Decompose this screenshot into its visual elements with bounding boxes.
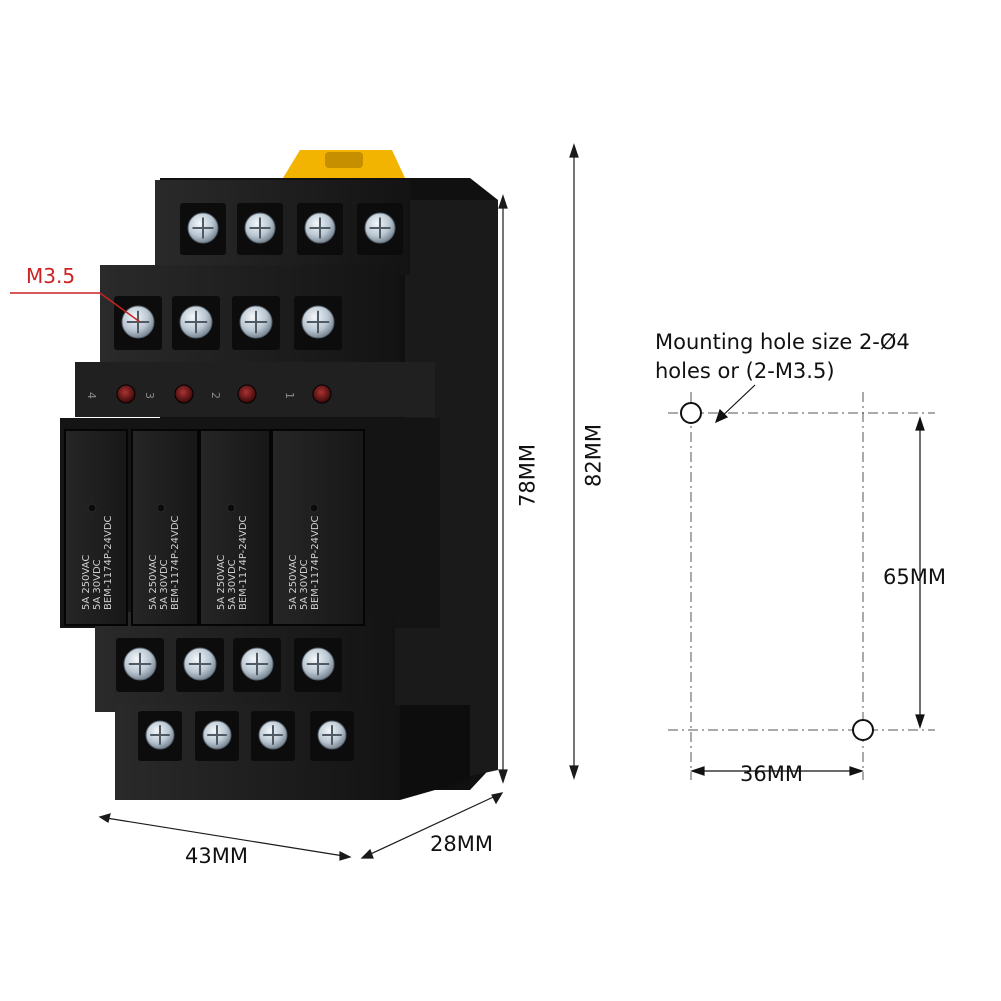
screw-size-label: M3.5 [26, 264, 76, 288]
mounting-drawing [668, 392, 935, 780]
terminal-number-3: 2 [209, 392, 222, 399]
terminal-number-2: 3 [143, 392, 156, 399]
depth-dimension-label: 28MM [430, 832, 493, 856]
screw-callout-pointer [99, 292, 141, 323]
lower-screw-3 [233, 638, 281, 692]
latch-slot [325, 152, 363, 168]
overall-height-dimension [569, 143, 579, 780]
relay-3-rating-line-3: BEM-1174P-24VDC [238, 515, 249, 610]
bottom-screw-4 [310, 711, 354, 761]
height-dimension [498, 194, 508, 784]
upper-screw-3 [232, 296, 280, 350]
relay-4-rating-line-2: 5A 30VDC [299, 559, 310, 610]
relay-1-rating-line-3: BEM-1174P-24VDC [103, 515, 114, 610]
bottom-screw-3 [251, 711, 295, 761]
indicator-led-2 [174, 384, 194, 404]
relay-2-rating-line-3: BEM-1174P-24VDC [170, 515, 181, 610]
bottom-screw-1 [138, 711, 182, 761]
height-dimension-label: 78MM [515, 444, 540, 507]
upper-screw-1 [114, 296, 162, 350]
top-screw-4 [357, 203, 403, 255]
indicator-led-1 [116, 384, 136, 404]
depth-dimension [360, 792, 504, 859]
hole-horizontal-dimension [690, 766, 864, 776]
overall-height-dimension-label: 82MM [581, 424, 606, 487]
indicator-led-3 [237, 384, 257, 404]
relay-3-rating-line-1: 5A 250VAC [216, 555, 227, 610]
relay-2-rating-line-1: 5A 250VAC [148, 555, 159, 610]
hole-horizontal-dimension-label: 36MM [740, 762, 803, 786]
mounting-note-pointer [714, 384, 756, 424]
mounting-hole-bottom [852, 719, 874, 741]
relay-4-rating-line-1: 5A 250VAC [288, 555, 299, 610]
top-screw-2 [237, 203, 283, 255]
hole-vertical-dimension-label: 65MM [883, 565, 946, 589]
indicator-led-4 [312, 384, 332, 404]
bottom-screw-2 [195, 711, 239, 761]
lower-screw-1 [116, 638, 164, 692]
mounting-hole-top [680, 402, 702, 424]
width-dimension [98, 813, 352, 861]
din-rail-foot [400, 705, 470, 800]
mounting-note-line2: holes or (2-M3.5) [655, 359, 835, 383]
relay-3-rating-line-2: 5A 30VDC [227, 559, 238, 610]
mounting-note-line1: Mounting hole size 2-Ø4 [655, 330, 910, 354]
relay-1-rating-line-1: 5A 250VAC [81, 555, 92, 610]
relay-1-rating-line-2: 5A 30VDC [92, 559, 103, 610]
width-dimension-label: 43MM [185, 844, 248, 868]
terminal-number-4: 1 [283, 392, 296, 399]
upper-screw-2 [172, 296, 220, 350]
top-screw-1 [180, 203, 226, 255]
lower-screw-2 [176, 638, 224, 692]
upper-screw-4 [294, 296, 342, 350]
relay-4-rating-line-3: BEM-1174P-24VDC [310, 515, 321, 610]
relay-2-rating-line-2: 5A 30VDC [159, 559, 170, 610]
top-screw-3 [297, 203, 343, 255]
terminal-number-1: 4 [85, 392, 98, 399]
hole-vertical-dimension [915, 416, 925, 729]
lower-screw-4 [294, 638, 342, 692]
